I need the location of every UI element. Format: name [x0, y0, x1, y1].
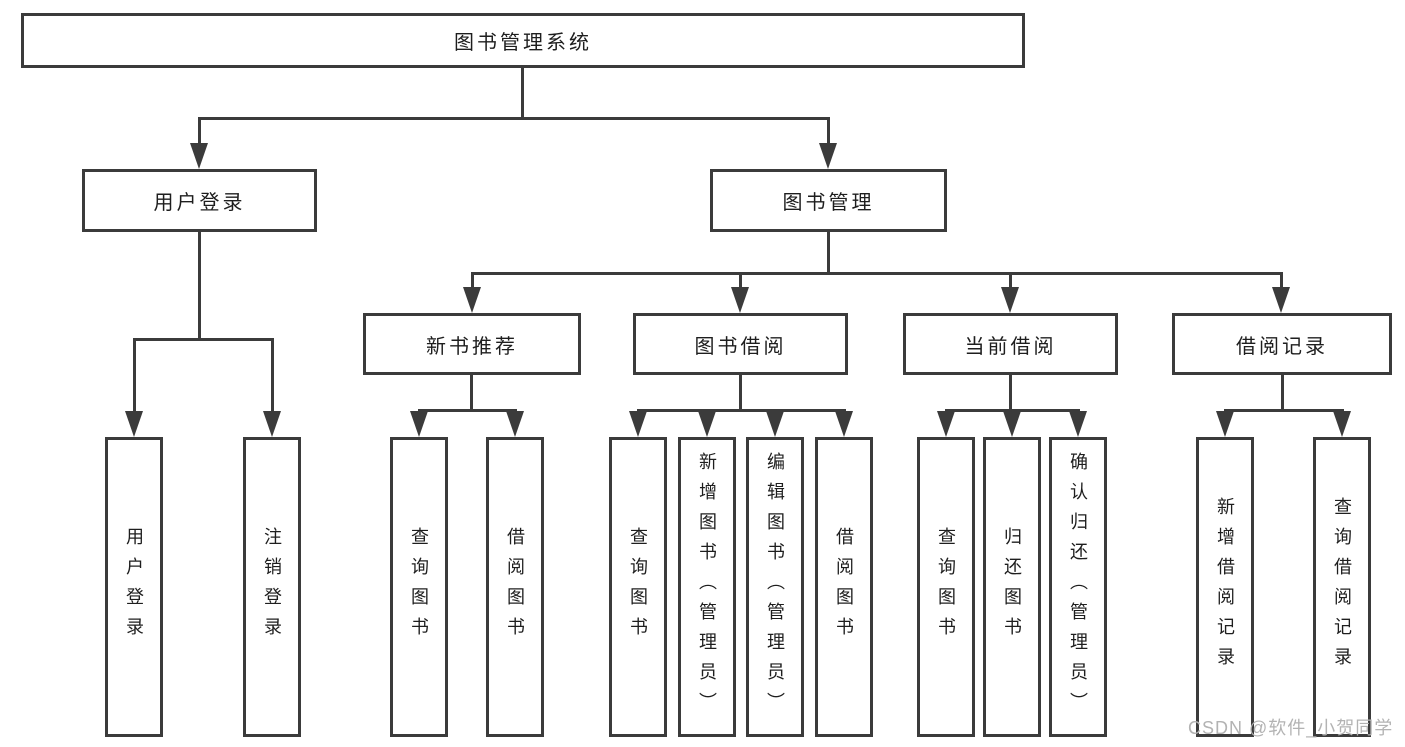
leaf-query-book-3: 查询图书	[917, 437, 975, 737]
csdn-watermark: CSDN @软件_小贺同学	[1188, 718, 1394, 738]
connector-vline	[827, 232, 830, 275]
node-user-login: 用户登录	[82, 169, 317, 232]
leaf-query-borrow-record: 查询借阅记录	[1313, 437, 1371, 737]
arrow-down-icon	[190, 143, 208, 169]
arrow-down-icon	[506, 411, 524, 437]
leaf-borrow-book-2: 借阅图书	[815, 437, 873, 737]
connector-vline	[198, 117, 201, 147]
arrow-down-icon	[1216, 411, 1234, 437]
connector-hline	[418, 409, 517, 412]
arrow-down-icon	[937, 411, 955, 437]
connector-vline	[198, 232, 201, 341]
connector-hline	[133, 338, 274, 341]
leaf-return-book: 归还图书	[983, 437, 1041, 737]
arrow-down-icon	[1069, 411, 1087, 437]
leaf-add-borrow-record: 新增借阅记录	[1196, 437, 1254, 737]
connector-vline	[827, 117, 830, 147]
node-library-system: 图书管理系统	[21, 13, 1025, 68]
arrow-down-icon	[698, 411, 716, 437]
arrow-down-icon	[410, 411, 428, 437]
arrow-down-icon	[263, 411, 281, 437]
connector-vline	[739, 272, 742, 290]
leaf-borrow-book-1: 借阅图书	[486, 437, 544, 737]
connector-hline	[637, 409, 846, 412]
connector-vline	[1280, 272, 1283, 290]
connector-vline	[271, 338, 274, 414]
arrow-down-icon	[463, 287, 481, 313]
arrow-down-icon	[1001, 287, 1019, 313]
leaf-user-login: 用户登录	[105, 437, 163, 737]
arrow-down-icon	[819, 143, 837, 169]
node-book-management: 图书管理	[710, 169, 947, 232]
connector-vline	[1009, 375, 1012, 412]
leaf-query-book-1: 查询图书	[390, 437, 448, 737]
leaf-add-book-admin: 新增图书（管理员）	[678, 437, 736, 737]
node-book-borrow: 图书借阅	[633, 313, 848, 375]
connector-vline	[521, 68, 524, 120]
leaf-logout: 注销登录	[243, 437, 301, 737]
arrow-down-icon	[1272, 287, 1290, 313]
arrow-down-icon	[629, 411, 647, 437]
connector-vline	[1281, 375, 1284, 412]
node-current-borrow: 当前借阅	[903, 313, 1118, 375]
leaf-query-book-2: 查询图书	[609, 437, 667, 737]
arrow-down-icon	[835, 411, 853, 437]
node-new-book-recommend: 新书推荐	[363, 313, 581, 375]
arrow-down-icon	[1003, 411, 1021, 437]
arrow-down-icon	[125, 411, 143, 437]
connector-hline	[471, 272, 1283, 275]
connector-vline	[739, 375, 742, 412]
connector-hline	[198, 117, 830, 120]
leaf-confirm-return-admin: 确认归还（管理员）	[1049, 437, 1107, 737]
connector-hline	[1224, 409, 1344, 412]
connector-vline	[470, 375, 473, 412]
arrow-down-icon	[1333, 411, 1351, 437]
connector-vline	[133, 338, 136, 414]
connector-vline	[1009, 272, 1012, 290]
connector-vline	[471, 272, 474, 290]
leaf-edit-book-admin: 编辑图书（管理员）	[746, 437, 804, 737]
node-borrow-record: 借阅记录	[1172, 313, 1392, 375]
connector-hline	[945, 409, 1080, 412]
arrow-down-icon	[731, 287, 749, 313]
arrow-down-icon	[766, 411, 784, 437]
